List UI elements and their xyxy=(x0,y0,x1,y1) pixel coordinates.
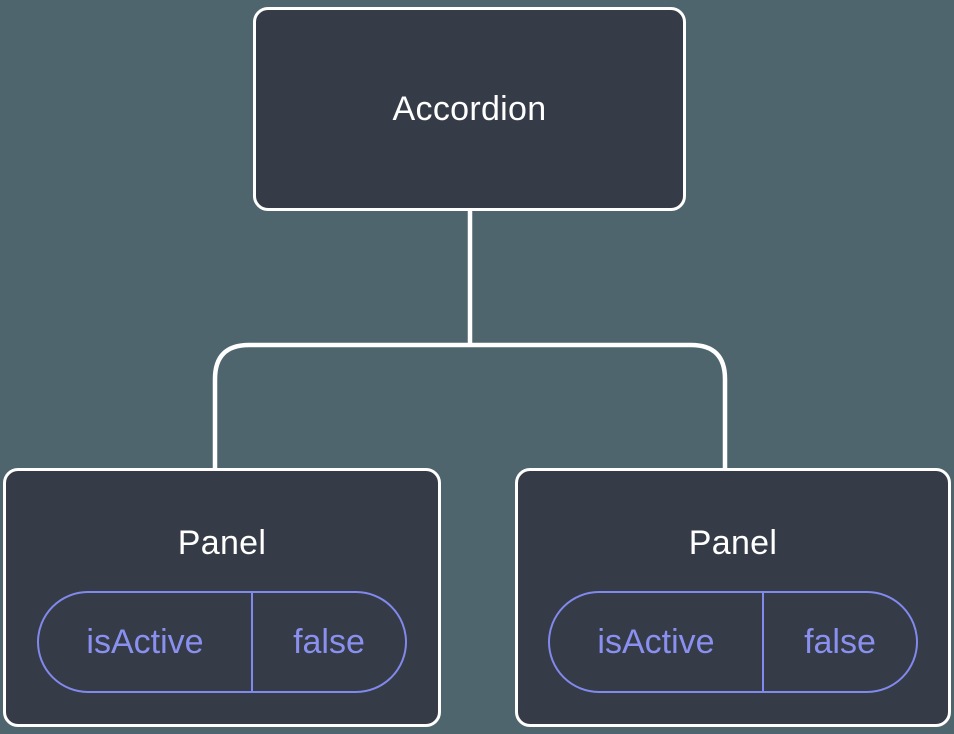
state-name: isActive xyxy=(597,622,715,661)
state-value: false xyxy=(804,622,876,661)
state-pill: isActive false xyxy=(548,591,918,693)
node-panel-1: Panel isActive false xyxy=(3,468,441,727)
node-panel-2-label: Panel xyxy=(688,524,778,562)
state-name: isActive xyxy=(86,622,204,661)
node-panel-1-label: Panel xyxy=(177,524,267,562)
node-accordion: Accordion xyxy=(253,7,686,211)
state-key-cell: isActive xyxy=(39,593,253,691)
state-value: false xyxy=(293,622,365,661)
node-accordion-label: Accordion xyxy=(392,89,547,128)
state-pill: isActive false xyxy=(37,591,407,693)
state-value-cell: false xyxy=(253,593,405,691)
state-key-cell: isActive xyxy=(550,593,764,691)
connector-branch xyxy=(212,342,728,470)
node-panel-2: Panel isActive false xyxy=(515,468,951,727)
state-value-cell: false xyxy=(764,593,916,691)
